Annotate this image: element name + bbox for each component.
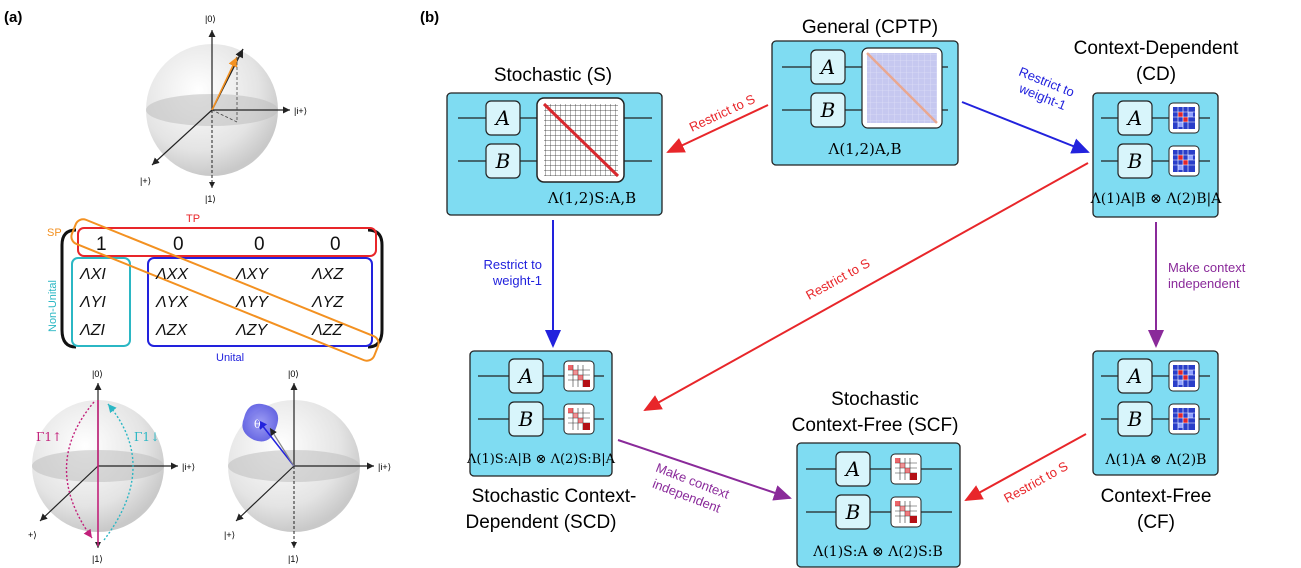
- node-title: Stochastic Context-: [472, 486, 637, 507]
- gate-label-a: A: [844, 457, 860, 481]
- matrix-cell: 0: [330, 234, 341, 255]
- axis-label-iplus: |i+⟩: [294, 106, 307, 116]
- tp-label: TP: [186, 213, 200, 225]
- axis-label-plus: +⟩: [28, 530, 37, 540]
- node-title: Context-Free: [1101, 486, 1212, 507]
- matrix-cell: 0: [254, 234, 265, 255]
- axis-label-0: |0⟩: [288, 369, 299, 379]
- arrow-label: Restrict to: [483, 257, 542, 272]
- node-title: Dependent (SCD): [465, 512, 616, 533]
- bloch-sphere-dephasing: θ |0⟩ |1⟩ |i+⟩ |+⟩: [224, 369, 391, 564]
- arrow-label: Restrict to S: [687, 91, 758, 135]
- panel-a: (a) |0⟩ |1⟩ |i+⟩ |+⟩ TP SP Non-Unital Un…: [4, 9, 391, 564]
- axis-label-plus: |+⟩: [140, 176, 151, 186]
- node-title: Context-Dependent: [1074, 38, 1239, 59]
- node-formula: Λ(1,2)A,B: [827, 140, 901, 158]
- unital-label: Unital: [216, 352, 244, 364]
- arrow-label: independent: [1168, 276, 1240, 291]
- arrow-cd-to-scd: [643, 162, 1089, 411]
- matrix-cell: ΛZI: [79, 322, 105, 339]
- arrow-label: Restrict to S: [803, 255, 872, 303]
- arrow-general-to-cd: [961, 101, 1090, 154]
- matrix-cell: ΛZX: [155, 322, 188, 339]
- gate-label-a: A: [517, 364, 533, 388]
- nonunital-label: Non-Unital: [47, 280, 59, 332]
- gate-label-a: A: [819, 55, 835, 79]
- arrow-label: Restrict to S: [1001, 458, 1070, 506]
- node-formula: Λ(1)A|B ⊗ Λ(2)B|A: [1090, 191, 1223, 207]
- matrix-cell: ΛYZ: [311, 294, 344, 311]
- gamma-up-label: Γ1↑: [36, 430, 62, 444]
- node-formula: Λ(1)S:A ⊗ Λ(2)S:B: [812, 544, 943, 560]
- gate-label-a: A: [1126, 106, 1142, 130]
- ptm-matrix: TP SP Non-Unital Unital 1 0 0 0 ΛXI ΛYI …: [47, 213, 384, 364]
- matrix-cell: ΛXX: [155, 266, 189, 283]
- arrow-general-to-stochastic: [666, 104, 769, 153]
- gamma-down-label: Γ1↓: [134, 430, 160, 444]
- node-stochastic-context-free: Stochastic Context-Free (SCF) A B Λ(1)S:…: [792, 389, 961, 568]
- matrix-cell: ΛXZ: [311, 266, 344, 283]
- node-title: Stochastic: [831, 389, 919, 410]
- arrow-cf-to-scf: [964, 433, 1087, 501]
- node-general: General (CPTP) A B Λ(1,2)A,B: [771, 17, 959, 166]
- axis-label-0: |0⟩: [205, 14, 216, 24]
- node-stochastic: Stochastic (S) A B Λ(1,2)S:A,B: [446, 65, 663, 216]
- matrix-cell: 0: [173, 234, 184, 255]
- matrix-cell: ΛXI: [79, 266, 106, 283]
- matrix-cell: ΛYY: [235, 294, 269, 311]
- axis-label-1: |1⟩: [288, 554, 299, 564]
- gate-label-b: B: [1127, 407, 1143, 431]
- axis-label-0: |0⟩: [92, 369, 103, 379]
- matrix-cell: ΛYI: [79, 294, 106, 311]
- node-formula: Λ(1,2)S:A,B: [547, 189, 636, 207]
- gate-label-b: B: [845, 500, 861, 524]
- axis-label-plus: |+⟩: [224, 530, 235, 540]
- axis-label-iplus: |i+⟩: [182, 462, 195, 472]
- bloch-sphere-top: |0⟩ |1⟩ |i+⟩ |+⟩: [140, 14, 307, 204]
- gate-label-b: B: [820, 98, 836, 122]
- panel-b-label: (b): [420, 9, 439, 26]
- gate-label-b: B: [495, 149, 511, 173]
- arrow-label: weight-1: [492, 273, 542, 288]
- axis-label-iplus: |i+⟩: [378, 462, 391, 472]
- bloch-sphere-amplitude-damping: Γ1↑ Γ1↓ |0⟩ |1⟩ |i+⟩ +⟩: [28, 369, 195, 564]
- theta-label: θ: [254, 418, 261, 431]
- gate-label-b: B: [518, 407, 534, 431]
- arrow-label: Make context: [1168, 260, 1246, 275]
- node-title: Context-Free (SCF): [792, 415, 959, 436]
- node-formula: Λ(1)S:A|B ⊗ Λ(2)S:B|A: [466, 452, 616, 467]
- node-stochastic-context-dependent: A B Λ(1)S:A|B ⊗ Λ(2)S:B|A Stochastic Con…: [465, 350, 637, 533]
- node-title: (CF): [1137, 512, 1175, 533]
- node-context-dependent: Context-Dependent (CD) A B Λ(1)A|B ⊗ Λ(2…: [1074, 38, 1239, 218]
- matrix-cell: ΛXY: [235, 266, 269, 283]
- gate-label-a: A: [1126, 364, 1142, 388]
- arrow-scd-to-scf: [617, 439, 792, 501]
- axis-label-1: |1⟩: [92, 554, 103, 564]
- node-formula: Λ(1)A ⊗ Λ(2)B: [1105, 452, 1207, 468]
- matrix-cell: ΛZZ: [311, 322, 343, 339]
- panel-a-label: (a): [4, 9, 22, 26]
- node-context-free: A B Λ(1)A ⊗ Λ(2)B Context-Free (CF): [1092, 350, 1219, 533]
- matrix-cell: ΛYX: [155, 294, 189, 311]
- sp-label: SP: [47, 227, 62, 239]
- node-title: (CD): [1136, 64, 1176, 85]
- matrix-cell: 1: [96, 234, 107, 255]
- gate-label-a: A: [494, 106, 510, 130]
- node-title: Stochastic (S): [494, 65, 612, 86]
- gate-label-b: B: [1127, 149, 1143, 173]
- matrix-cell: ΛZY: [235, 322, 268, 339]
- node-title: General (CPTP): [802, 17, 938, 38]
- axis-label-1: |1⟩: [205, 194, 216, 204]
